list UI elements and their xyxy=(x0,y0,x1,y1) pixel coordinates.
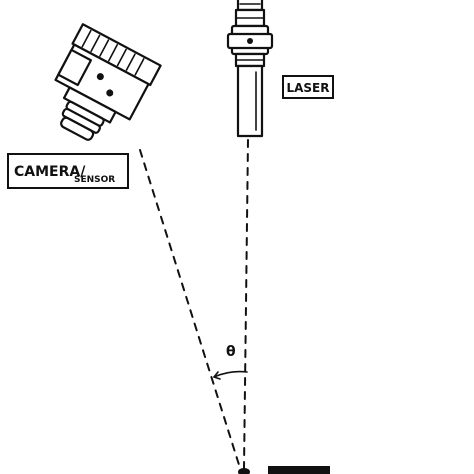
laser-device xyxy=(226,0,274,138)
angle-arc xyxy=(213,370,248,378)
sensor-label-text: SENSOR xyxy=(74,175,115,185)
camera-label-text: CAMERA/ xyxy=(14,164,86,180)
target-object xyxy=(238,466,330,474)
camera-sensor-label: CAMERA/ SENSOR xyxy=(7,153,129,189)
angle-theta-label: θ xyxy=(226,344,236,360)
angle-arc-tick xyxy=(213,371,221,380)
laser-label-text: LASER xyxy=(286,81,329,95)
screw-icon xyxy=(106,89,114,97)
laser-beam-line xyxy=(243,139,249,469)
laser-label: LASER xyxy=(282,75,334,99)
screw-icon xyxy=(96,73,104,81)
camera-sensor-device xyxy=(54,23,162,141)
screw-icon xyxy=(247,38,253,44)
camera-view-line xyxy=(139,149,241,469)
